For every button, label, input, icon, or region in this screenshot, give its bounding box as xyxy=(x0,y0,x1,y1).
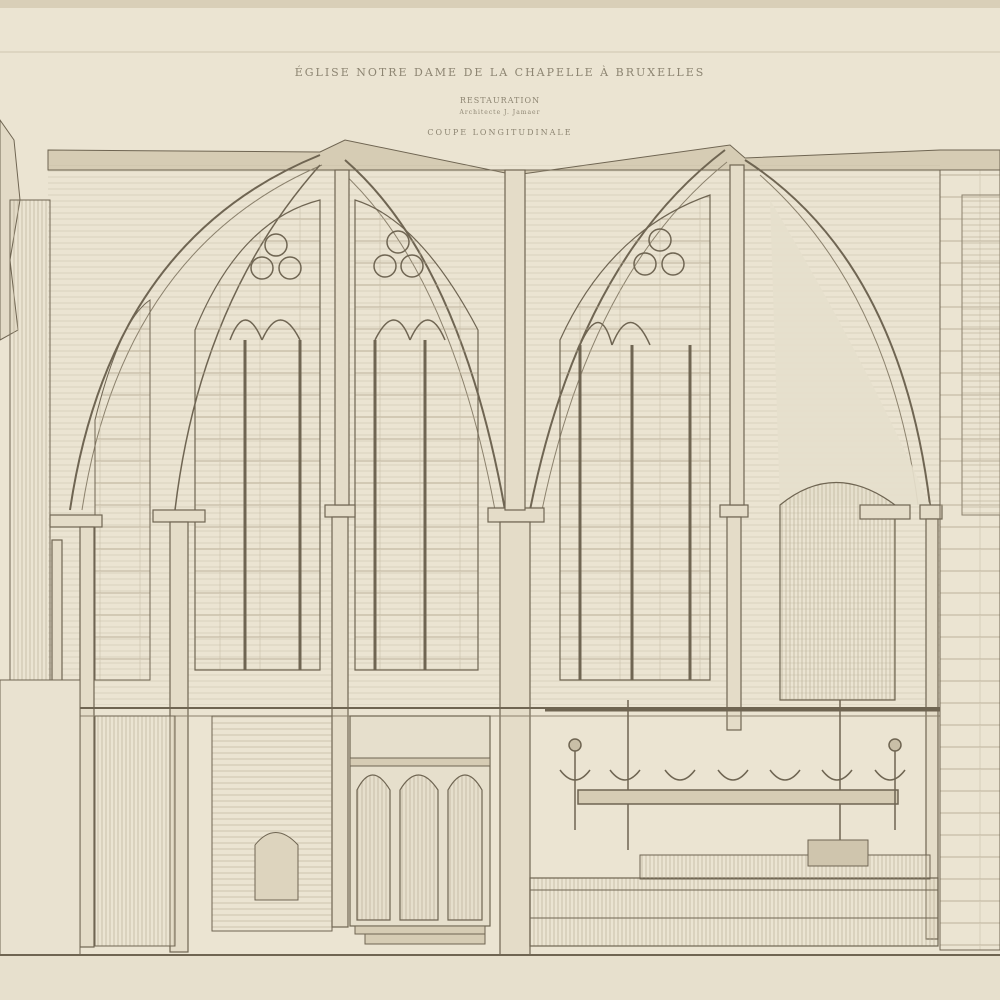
window-bay-2b xyxy=(354,199,479,671)
paper-edge xyxy=(0,0,1000,8)
plate-section-label: COUPE LONGITUDINALE xyxy=(427,128,573,137)
lower-wall-left xyxy=(0,679,81,961)
central-portal xyxy=(349,715,491,945)
lower-margin xyxy=(0,956,1000,1000)
vault-light-surface xyxy=(770,200,930,505)
window-bay-2 xyxy=(194,199,321,671)
right-outer-buttress xyxy=(961,194,1000,516)
vault-rib-4b xyxy=(759,174,919,506)
small-door-arch xyxy=(254,832,299,901)
lower-wall-bay1 xyxy=(94,715,176,947)
choir-stalls xyxy=(529,839,939,947)
window-bay-1 xyxy=(94,299,151,681)
piers xyxy=(49,164,943,963)
vault-rib-4a xyxy=(744,159,931,506)
plate-architect: Architecte J. Jamaer xyxy=(459,109,541,116)
plate-subtitle: RESTAURATION xyxy=(459,96,541,105)
vault-rib-1a xyxy=(69,154,321,511)
plate-title: ÉGLISE NOTRE DAME DE LA CHAPELLE À BRUXE… xyxy=(294,66,706,79)
left-pier xyxy=(9,199,51,681)
chandelier xyxy=(559,700,906,850)
window-bay-3 xyxy=(559,194,711,681)
